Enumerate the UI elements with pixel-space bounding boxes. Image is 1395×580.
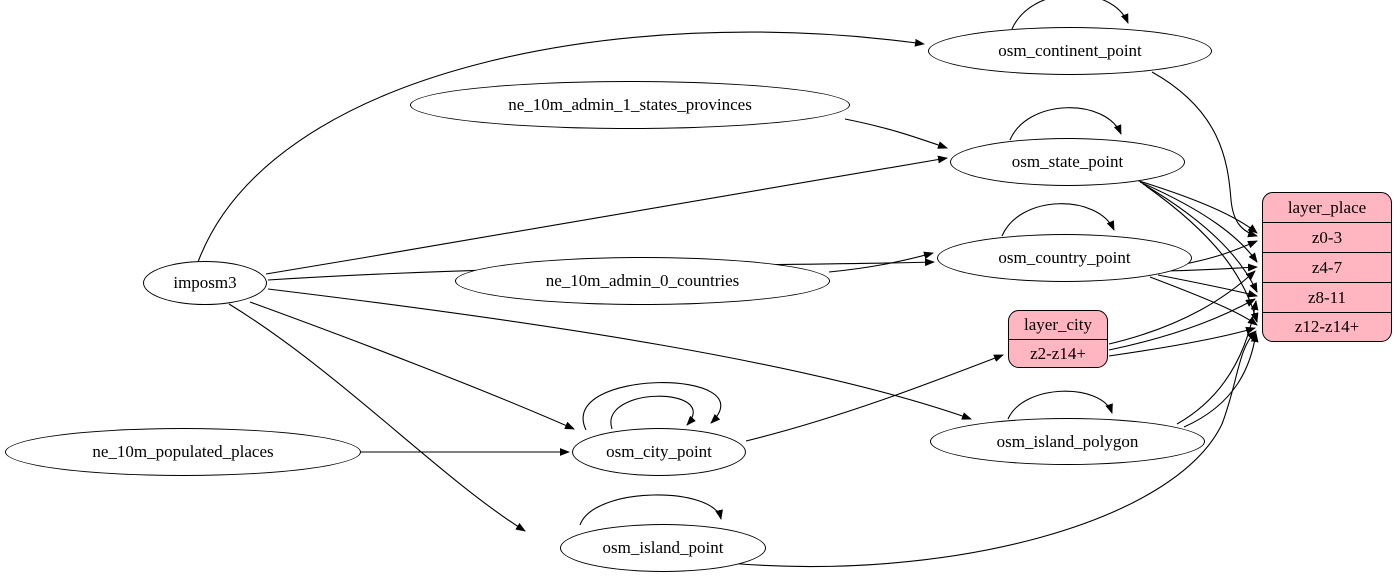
node-layer_city: layer_city z2-z14+ — [1008, 310, 1108, 368]
selfloop-osm_city_point-outer — [582, 382, 722, 431]
selfloop-osm_state_point — [1009, 107, 1122, 141]
node-osm_island_polygon: osm_island_polygon — [930, 418, 1205, 465]
node-osm_island_polygon-label: osm_island_polygon — [996, 431, 1139, 451]
edge-osm_island_polygon-z8-11 — [1176, 300, 1259, 425]
edge-layer_city-z8-11 — [1108, 298, 1256, 351]
node-ne_10m_admin_1_states_provinces: ne_10m_admin_1_states_provinces — [410, 81, 850, 129]
edge-osm_island_polygon-z12-z14 — [1183, 332, 1259, 428]
node-layer_place: layer_place z0-3 z4-7 z8-11 z12-z14+ — [1262, 192, 1392, 342]
node-osm_island_point: osm_island_point — [560, 524, 766, 572]
node-osm_country_point-label: osm_country_point — [998, 248, 1131, 267]
edge-layer_city-z4-7 — [1108, 270, 1256, 345]
layer_place-row-z8-11: z8-11 — [1263, 282, 1391, 312]
selfloop-osm_city_point-inner — [610, 395, 696, 430]
edge-ne_10m_admin_1_states_provinces-osm_state_point — [844, 118, 948, 149]
node-osm_state_point-label: osm_state_point — [1011, 152, 1124, 171]
edge-imposm3-osm_state_point — [265, 155, 948, 275]
edge-osm_island_point-z12-z14 — [727, 330, 1257, 568]
selfloop-osm_country_point — [1001, 203, 1115, 237]
layer_city-title: layer_city — [1024, 315, 1092, 334]
node-osm_country_point: osm_country_point — [937, 234, 1192, 282]
selfloop-osm_continent_point — [1011, 0, 1129, 30]
edge-osm_state_point-z0-3 — [1135, 179, 1258, 234]
edge-ne_10m_admin_0_countries-osm_country_point — [828, 251, 934, 273]
edge-imposm3-osm_island_polygon — [267, 288, 972, 420]
node-imposm3-label: imposm3 — [173, 273, 237, 292]
node-osm_continent_point: osm_continent_point — [928, 27, 1212, 75]
edge-osm_country_point-z4-7 — [1163, 263, 1258, 272]
edge-osm_state_point-z8-11 — [1142, 183, 1258, 293]
selfloop-osm_island_polygon — [1007, 390, 1113, 420]
layer_place-row-z12-z14: z12-z14+ — [1263, 312, 1391, 341]
node-ne_10m_populated_places-label: ne_10m_populated_places — [92, 442, 274, 461]
node-ne_10m_admin_0_countries-label: ne_10m_admin_0_countries — [545, 271, 740, 290]
node-osm_city_point-label: osm_city_point — [606, 442, 712, 461]
layer_city-row-z2-z14: z2-z14+ — [1009, 339, 1107, 367]
node-osm_city_point: osm_city_point — [572, 428, 746, 476]
edge-imposm3-osm_continent_point — [197, 31, 925, 263]
edge-imposm3-osm_city_point — [249, 301, 575, 430]
edge-osm_city_point-layer_city — [745, 354, 1004, 442]
node-ne_10m_admin_1_states_provinces-label: ne_10m_admin_1_states_provinces — [508, 95, 752, 114]
edge-osm_state_point-z4-7 — [1139, 181, 1258, 263]
node-ne_10m_populated_places: ne_10m_populated_places — [5, 428, 361, 476]
node-osm_island_point-label: osm_island_point — [602, 538, 724, 557]
edge-osm_continent_point-z0-3 — [1151, 71, 1258, 238]
edge-layer_city-z12-z14 — [1108, 326, 1256, 357]
edge-osm_country_point-z8-11 — [1157, 274, 1258, 298]
layer_place-row-z0-3: z0-3 — [1263, 222, 1391, 252]
layer_place-title: layer_place — [1287, 197, 1367, 217]
node-ne_10m_admin_0_countries: ne_10m_admin_0_countries — [455, 257, 830, 305]
edge-imposm3-osm_island_point — [228, 303, 526, 532]
selfloop-osm_island_point — [579, 494, 723, 526]
node-osm_continent_point-label: osm_continent_point — [998, 41, 1142, 60]
layer_place-row-z4-7: z4-7 — [1263, 252, 1391, 282]
node-osm_state_point: osm_state_point — [950, 138, 1185, 186]
node-imposm3: imposm3 — [143, 261, 267, 305]
